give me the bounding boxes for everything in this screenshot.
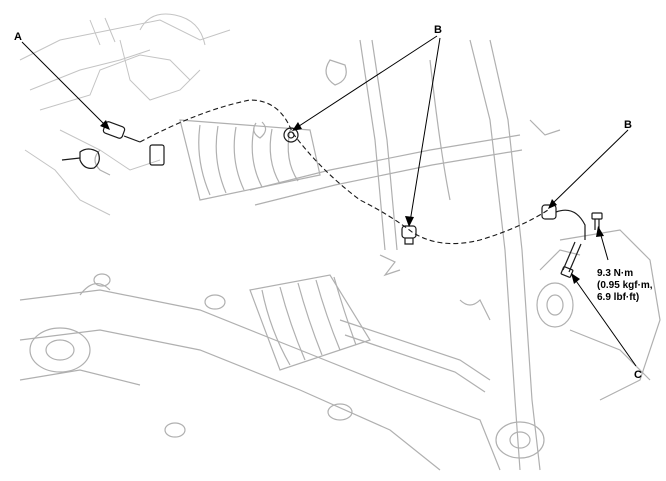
cv-boot (249, 274, 491, 393)
knuckle (536, 229, 661, 401)
steering-boot (179, 119, 321, 201)
sensor-harness (61, 99, 603, 278)
callout-a: A (14, 31, 22, 43)
connector-a (61, 121, 165, 169)
wheel-speed-sensor (560, 241, 582, 278)
torque-spec: 9.3 N·m (0.95 kgf·m, 6.9 lbf·ft) (597, 268, 653, 303)
sensor-bolt (591, 212, 603, 230)
clip-b-right (541, 204, 586, 240)
torque-line-1: 9.3 N·m (597, 268, 633, 279)
callout-b-right: B (624, 119, 632, 131)
clip-b-middle (401, 225, 417, 245)
callout-b-top: B (434, 24, 442, 36)
torque-line-3: 6.9 lbf·ft) (597, 292, 639, 303)
harness-wire (139, 99, 549, 245)
clip-b-upper (283, 127, 299, 143)
torque-line-2: (0.95 kgf·m, (597, 280, 653, 291)
background-linework (19, 13, 661, 471)
leader-lines (21, 35, 637, 367)
lower-control-arm (19, 273, 501, 471)
callout-c: C (634, 369, 642, 381)
